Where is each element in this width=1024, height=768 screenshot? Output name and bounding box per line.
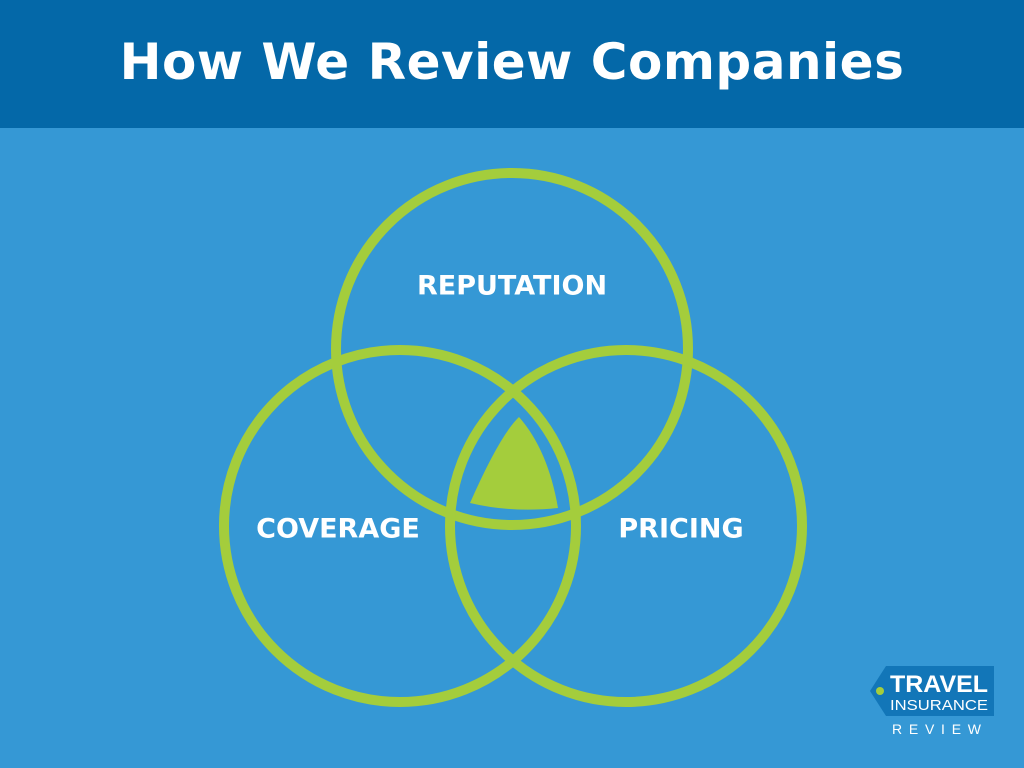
travel-insurance-review-logo: TRAVEL INSURANCE REVIEW [870, 666, 994, 737]
logo-tag-shape [870, 666, 994, 716]
circle-reputation [331, 168, 693, 530]
label-pricing: PRICING [618, 514, 743, 545]
circle-coverage [219, 345, 581, 707]
logo-line-insurance: INSURANCE [890, 697, 988, 714]
page-title: How We Review Companies [119, 33, 905, 91]
logo-line-review: REVIEW [892, 721, 986, 737]
logo-line-travel: TRAVEL [890, 671, 988, 698]
label-coverage: COVERAGE [256, 514, 420, 545]
circle-pricing [445, 345, 807, 707]
logo-tag-hole-icon [876, 687, 884, 695]
label-reputation: REPUTATION [417, 271, 607, 302]
center-intersection [470, 417, 558, 510]
header-bar: How We Review Companies [0, 0, 1024, 128]
